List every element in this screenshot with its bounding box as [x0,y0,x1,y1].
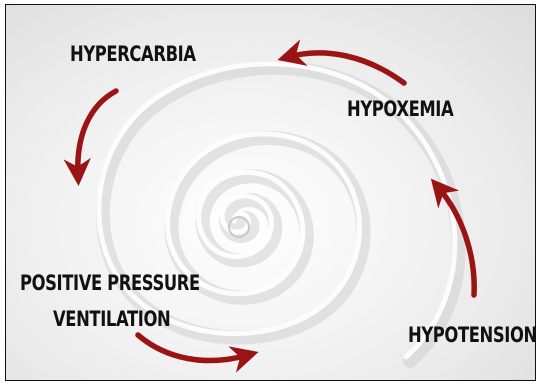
label-hypercarbia: HYPERCARBIA [70,41,196,68]
diagram-frame: HYPERCARBIA HYPOXEMIA POSITIVE PRESSURE … [5,4,536,381]
label-hypotension: HYPOTENSION [408,322,536,349]
label-positive-pressure-line2: VENTILATION [53,306,170,333]
label-positive-pressure-line1: POSITIVE PRESSURE [20,270,200,297]
label-hypoxemia: HYPOXEMIA [347,96,453,123]
